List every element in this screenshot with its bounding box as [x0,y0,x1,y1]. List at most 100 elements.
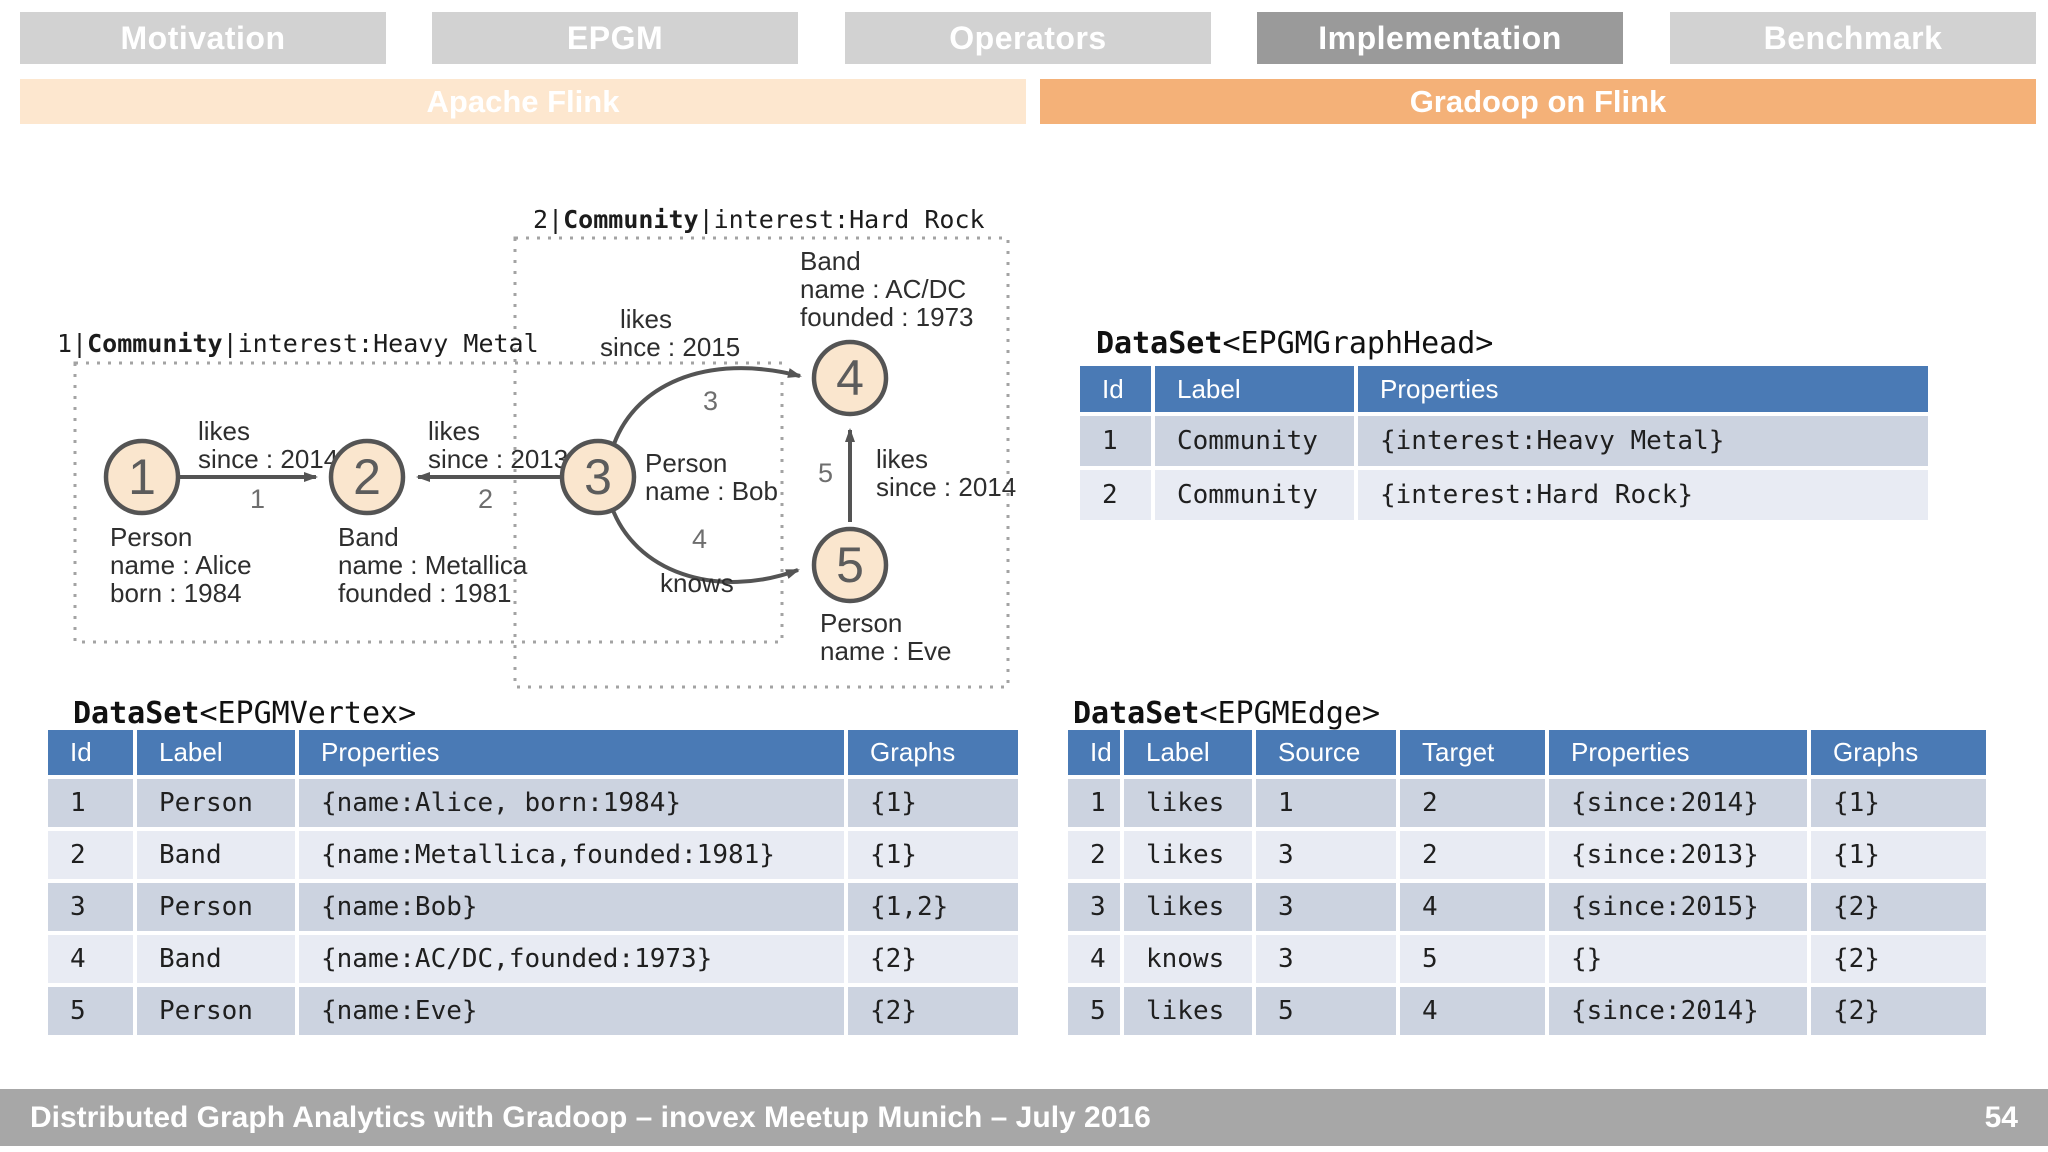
table-cell: Person [137,779,295,827]
vertex-3-id: 3 [584,449,612,505]
table-cell: 2 [48,831,133,879]
table-cell: 4 [1400,987,1545,1035]
edge-table: Id Label Source Target Properties Graphs… [1068,730,1986,1035]
table-cell: 3 [1256,831,1396,879]
subtab-apache-flink[interactable]: Apache Flink [20,79,1026,124]
vertex-col-graphs: Graphs [848,730,1018,775]
table-cell: likes [1124,883,1252,931]
edge-col-props: Properties [1549,730,1807,775]
table-cell: 5 [1400,935,1545,983]
vertex-4-id: 4 [836,350,864,406]
vertex-2-type: Band [338,522,399,552]
table-cell: {name:Alice, born:1984} [299,779,844,827]
table-cell: {name:Eve} [299,987,844,1035]
graphhead-col-label: Label [1155,366,1354,412]
graphhead-col-props: Properties [1358,366,1928,412]
vertex-node-4 [811,339,889,417]
vertex-5-id: 5 [836,537,864,593]
table-cell: likes [1124,987,1252,1035]
table-cell: Community [1155,470,1354,520]
edge-4-label: knows [660,568,734,598]
edge-2-id: 2 [478,484,493,514]
table-cell: {1} [1811,779,1986,827]
edge-col-target: Target [1400,730,1545,775]
edge-3-label: likes [620,304,672,334]
table-cell: {interest:Hard Rock} [1358,470,1928,520]
table-cell: {1,2} [848,883,1018,931]
vertex-node-1 [103,438,181,516]
edge-1-label: likes [198,416,250,446]
edge-5-label: likes [876,444,928,474]
table-cell: Band [137,831,295,879]
table-cell: {since:2014} [1549,987,1807,1035]
graphhead-table: Id Label Properties 1 Community {interes… [1080,366,1928,520]
table-cell: likes [1124,779,1252,827]
table-cell: likes [1124,831,1252,879]
edge-col-label: Label [1124,730,1252,775]
vertex-2-prop1: name : Metallica [338,550,528,580]
table-cell: 5 [1256,987,1396,1035]
table-cell: {name:Metallica,founded:1981} [299,831,844,879]
table-cell: {interest:Heavy Metal} [1358,416,1928,466]
epgm-graph-diagram: 1|Community|interest:Heavy Metal 2|Commu… [57,205,1016,689]
vertex-1-prop1: name : Alice [110,550,252,580]
table-cell: {2} [1811,935,1986,983]
table-cell: 5 [48,987,133,1035]
table-cell: Community [1155,416,1354,466]
edge-3-curve [610,366,802,451]
graphhead-table-title: DataSet<EPGMGraphHead> [1096,326,1494,361]
edge-3-prop: since : 2015 [600,332,740,362]
table-cell: {since:2015} [1549,883,1807,931]
edge-4-curve [609,504,800,584]
table-cell: {2} [1811,987,1986,1035]
table-cell: 2 [1068,831,1120,879]
vertex-2-prop2: founded : 1981 [338,578,512,608]
vertex-4-prop2: founded : 1973 [800,302,974,332]
table-cell: 3 [1256,935,1396,983]
graphhead-col-id: Id [1080,366,1151,412]
vertex-col-label: Label [137,730,295,775]
vertex-1-prop2: born : 1984 [110,578,242,608]
vertex-table-title: DataSet<EPGMVertex> [73,696,417,731]
table-cell: Band [137,935,295,983]
table-cell: 1 [1080,416,1151,466]
table-cell: 2 [1400,779,1545,827]
table-cell: {since:2014} [1549,779,1807,827]
table-cell: {since:2013} [1549,831,1807,879]
footer-title: Distributed Graph Analytics with Gradoop… [30,1100,1151,1134]
vertex-node-2 [328,438,406,516]
table-cell: 4 [1068,935,1120,983]
table-cell: {name:AC/DC,founded:1973} [299,935,844,983]
tab-benchmark[interactable]: Benchmark [1670,12,2036,64]
table-cell: 5 [1068,987,1120,1035]
vertex-5-prop1: name : Eve [820,636,952,666]
table-cell: 1 [1068,779,1120,827]
table-cell: {2} [1811,883,1986,931]
vertex-5-type: Person [820,608,902,638]
tab-operators[interactable]: Operators [845,12,1211,64]
vertex-4-prop1: name : AC/DC [800,274,966,304]
vertex-col-id: Id [48,730,133,775]
vertex-3-type: Person [645,448,727,478]
vertex-1-type: Person [110,522,192,552]
tab-implementation[interactable]: Implementation [1257,12,1623,64]
edge-2-prop: since : 2013 [428,444,568,474]
subtab-gradoop-on-flink[interactable]: Gradoop on Flink [1040,79,2036,124]
table-cell: 4 [48,935,133,983]
edge-col-graphs: Graphs [1811,730,1986,775]
tab-motivation[interactable]: Motivation [20,12,386,64]
table-cell: {1} [848,779,1018,827]
vertex-node-3 [559,438,637,516]
table-cell: Person [137,883,295,931]
page-number: 54 [1984,1100,2018,1134]
edge-3-id: 3 [703,386,718,416]
vertex-col-props: Properties [299,730,844,775]
table-cell: 3 [1256,883,1396,931]
vertex-4-type: Band [800,246,861,276]
edge-4-id: 4 [692,524,707,554]
table-cell: 1 [48,779,133,827]
table-cell: 2 [1080,470,1151,520]
tab-epgm[interactable]: EPGM [432,12,798,64]
edge-5-prop: since : 2014 [876,472,1016,502]
table-cell: {1} [848,831,1018,879]
